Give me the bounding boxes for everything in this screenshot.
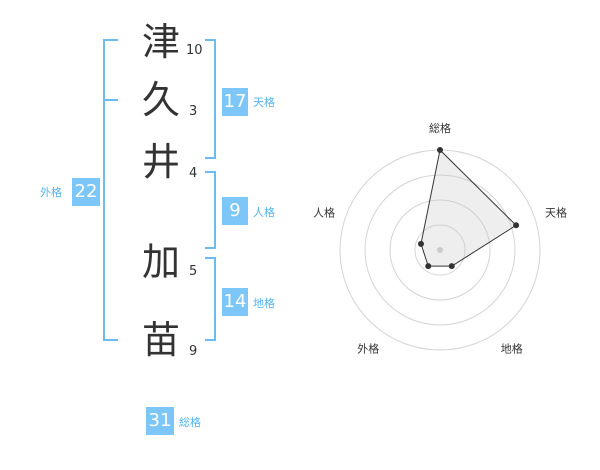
radar-axis-label-1: 総格 (429, 121, 451, 135)
jinkaku-label: 人格 (253, 206, 275, 219)
radar-axis-label-3: 地格 (501, 342, 523, 356)
radar-axis-label-2: 天格 (545, 205, 567, 219)
stroke-count-1: 10 (186, 43, 203, 58)
name-char-5: 苗 (141, 318, 180, 362)
kaku-brackets (103, 39, 216, 341)
name-char-4: 加 (141, 240, 180, 284)
name-char-3: 井 (141, 140, 180, 184)
soukaku-value: 31 (146, 407, 174, 435)
radar-axis-label-4: 外格 (357, 342, 379, 356)
radar-center (437, 247, 443, 253)
radar-point-2 (513, 222, 520, 229)
radar-series-polygon (420, 148, 517, 267)
name-char-1: 津 (141, 20, 180, 64)
radar-ring-3 (364, 174, 516, 326)
chikaku-label: 地格 (253, 297, 275, 310)
stroke-count-5: 9 (189, 344, 198, 359)
chikaku-bracket (205, 257, 216, 341)
gaikaku-label: 外格 (40, 186, 62, 199)
tenkaku-label: 天格 (253, 96, 275, 109)
stroke-count-2: 3 (189, 104, 198, 119)
radar-axis-label-5: 人格 (313, 205, 335, 219)
radar-ring-2 (389, 199, 491, 301)
stroke-count-4: 5 (189, 264, 198, 279)
radar-point-1 (437, 147, 443, 153)
stroke-count-3: 4 (189, 166, 198, 181)
radar-point-5 (417, 240, 424, 247)
chikaku-value: 14 (222, 288, 248, 316)
radar-point-3 (448, 263, 455, 270)
jinkaku-value: 9 (222, 197, 248, 225)
jinkaku-bracket (205, 171, 216, 249)
name-char-2: 久 (141, 78, 180, 122)
tenkaku-bracket (205, 39, 216, 159)
radar-point-4 (425, 263, 432, 270)
soukaku-label: 総格 (179, 416, 201, 429)
gaikaku-bracket (103, 39, 118, 341)
tenkaku-value: 17 (222, 88, 248, 116)
gaikaku-value: 22 (72, 178, 100, 206)
radar-ring-1 (414, 224, 466, 276)
